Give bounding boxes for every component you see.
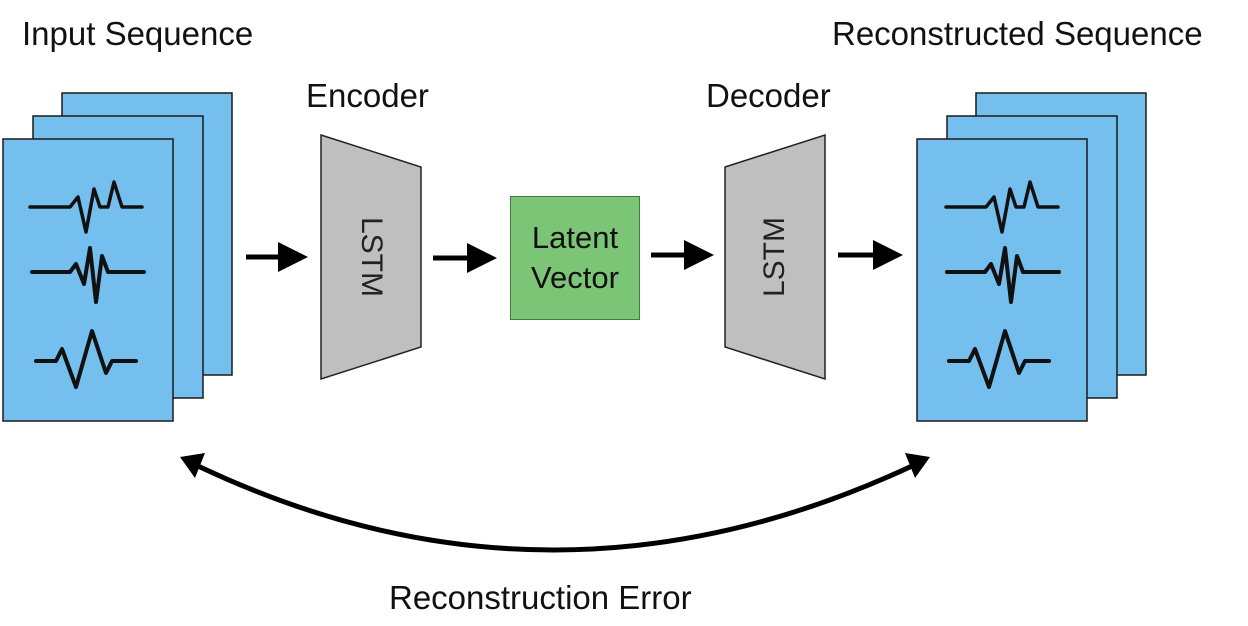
latent-vector-box: Latent Vector: [510, 196, 640, 320]
encoder-label: Encoder: [306, 77, 429, 114]
input-card-front: [2, 138, 174, 422]
latent-vector-line2: Vector: [531, 260, 619, 295]
reconstruction-error-label: Reconstruction Error: [389, 579, 692, 616]
reconstructed-sequence-stack: [916, 92, 1147, 422]
input-sequence-label: Input Sequence: [22, 15, 254, 52]
output-card-front: [916, 138, 1088, 422]
decoder-label: Decoder: [706, 77, 831, 114]
encoder-lstm-block: [320, 133, 422, 381]
curved-double-arrow-icon: [180, 453, 930, 553]
decoder-lstm-text: LSTM: [758, 216, 791, 298]
latent-vector-line1: Latent: [531, 220, 619, 256]
reconstructed-sequence-label: Reconstructed Sequence: [832, 15, 1203, 52]
decoder-lstm-block: [724, 133, 826, 381]
encoder-lstm-text: LSTM: [355, 216, 388, 298]
input-sequence-stack: [2, 92, 233, 422]
